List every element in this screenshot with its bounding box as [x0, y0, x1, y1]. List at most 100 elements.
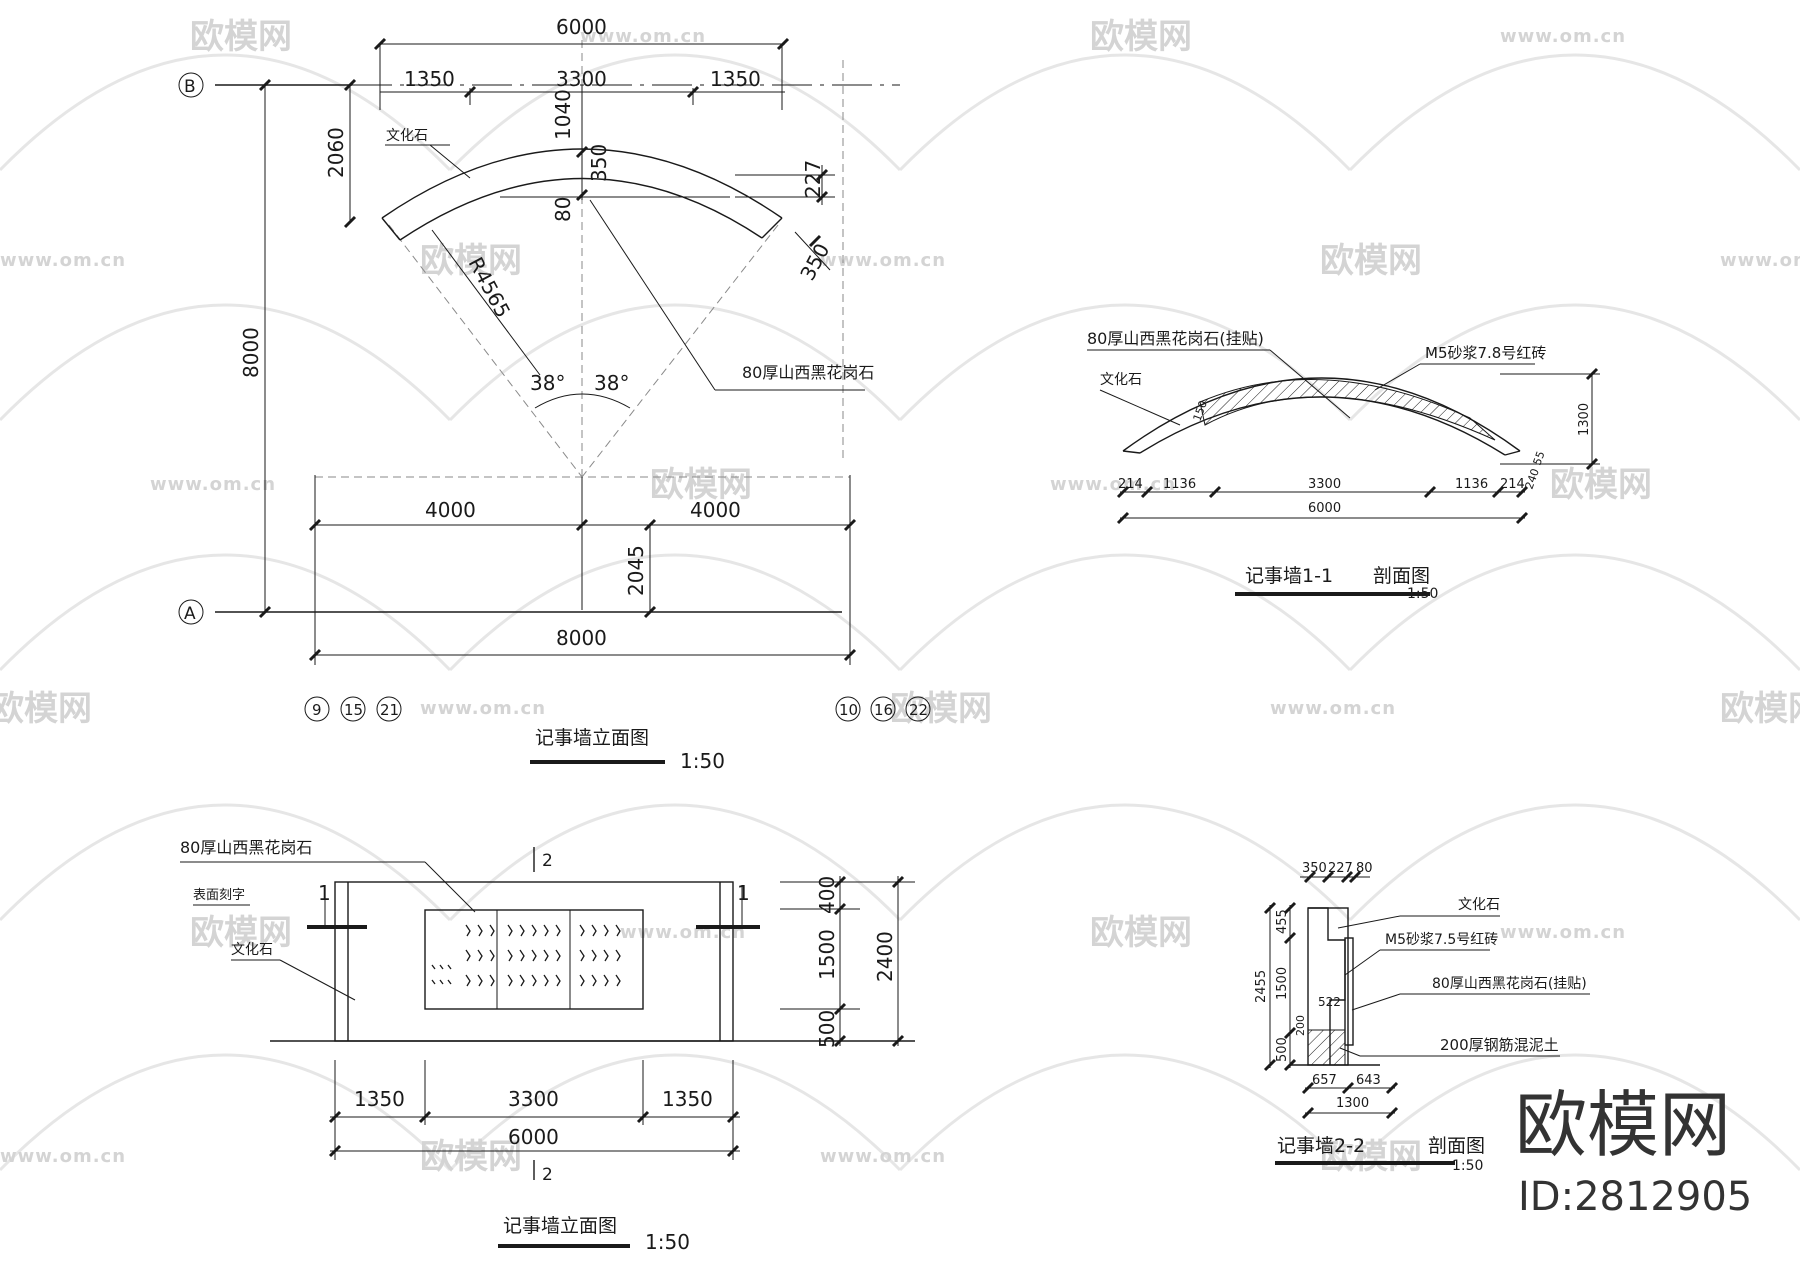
grid-label-b: B: [184, 77, 196, 97]
drawing-scale: 1:50: [680, 749, 725, 773]
brand-overlay: 欧模网 ID:2812905: [1515, 1083, 1752, 1220]
dim-top-right: 1350: [710, 67, 761, 91]
wall-outline: [334, 881, 734, 1042]
section2-title: 记事墙2-2: [1277, 1135, 1365, 1157]
section2-left-total: 2455: [1254, 970, 1269, 1003]
watermark-url: www.om.cn: [150, 474, 276, 495]
watermark-url: www.om.cn: [820, 250, 946, 271]
watermark-url: www.om.cn: [1720, 250, 1800, 271]
section2-left-dim: 1500: [1275, 967, 1290, 1000]
section-scale: 1:50: [1407, 586, 1438, 602]
watermark-url: www.om.cn: [1500, 26, 1626, 47]
watermark-url: www.om.cn: [1050, 474, 1176, 495]
watermark-logo: 欧模网: [190, 17, 292, 57]
watermark-url: www.om.cn: [1270, 698, 1396, 719]
elev-note-carve: 表面刻字: [193, 888, 245, 903]
watermark-logo: 欧模网: [1320, 241, 1422, 281]
elev-dim-right: 1500: [815, 929, 839, 980]
dim-top-total: 6000: [556, 15, 607, 39]
watermark-logo: 欧模网: [890, 689, 992, 729]
dim-left-tall: 8000: [239, 327, 263, 378]
watermark-url: www.om.cn: [820, 1146, 946, 1167]
drawing-section-1-1: 80厚山西黑花岗石(挂贴) 文化石 M5砂浆7.8号红砖 1300 55 240…: [1087, 329, 1600, 602]
drawing-front-elevation: 1 1 2 2 80厚山西黑花岗石 表面刻字 文化石 400 1500 500 …: [180, 838, 915, 1254]
elev-dim-bottom: 3300: [508, 1087, 559, 1111]
section2-top-dim: 80: [1356, 861, 1373, 876]
elev-dim-right: 500: [815, 1010, 839, 1048]
dim-v-350: 350: [587, 144, 611, 182]
elev-title: 记事墙立面图: [503, 1215, 617, 1237]
arc-wall-inner: [399, 177, 763, 241]
watermark-logo: 欧模网: [1090, 913, 1192, 953]
drawing-section-2-2: 350 227 80 455 1500 500 2455 522 200 657…: [1254, 861, 1590, 1174]
dim-v-2045: 2045: [624, 545, 648, 596]
grid-bubble-label: 9: [312, 701, 322, 719]
inscription-panel: [424, 909, 644, 1010]
section2-bottom-dim: 657: [1312, 1073, 1337, 1088]
note-granite: 80厚山西黑花岗石: [742, 363, 874, 382]
section2-note-stone: 文化石: [1458, 897, 1500, 913]
watermark-url: www.om.cn: [1500, 922, 1626, 943]
watermark-logo: 欧模网: [0, 689, 92, 729]
dim-top-mid: 3300: [556, 67, 607, 91]
section-height: 1300: [1577, 403, 1592, 436]
section2-top-dim: 350: [1302, 861, 1327, 876]
angle-label-right: 38°: [594, 371, 629, 395]
elev-dim-bottom: 1350: [662, 1087, 713, 1111]
watermark-url: www.om.cn: [420, 698, 546, 719]
section-title-suffix: 剖面图: [1373, 565, 1430, 587]
section-title: 记事墙1-1: [1245, 565, 1333, 587]
angle-label-left: 38°: [530, 371, 565, 395]
grid-label-a: A: [184, 604, 196, 624]
drawing-title: 记事墙立面图: [535, 727, 649, 749]
grid-bubble-label: 22: [909, 701, 928, 719]
section2-bottom-dim: 643: [1356, 1073, 1381, 1088]
dim-v-1040: 1040: [551, 89, 575, 140]
dim-v-80: 80: [551, 197, 575, 222]
dim-bottom-total: 8000: [556, 626, 607, 650]
watermark-logo: 欧模网: [1090, 17, 1192, 57]
section-small: 55: [1531, 449, 1548, 467]
section2-scale: 1:50: [1452, 1158, 1483, 1174]
elev-scale: 1:50: [645, 1230, 690, 1254]
watermark-layer: 欧模网 欧模网 欧模网 欧模网 欧模网 欧模网 欧模网 欧模网 欧模网 欧模网 …: [0, 17, 1800, 1177]
section-dim: 3300: [1308, 477, 1341, 492]
elev-dim-bottom: 1350: [354, 1087, 405, 1111]
dim-mid-left: 4000: [425, 498, 476, 522]
drawing-plan-arc: B A 38° 38° R4565 6000 1350 3300 1350: [178, 15, 931, 773]
section-dim: 1136: [1163, 477, 1196, 492]
watermark-url: www.om.cn: [0, 1146, 126, 1167]
inscription-marks: [431, 924, 621, 987]
grid-bubble-label: 21: [380, 701, 399, 719]
watermark-url: www.om.cn: [580, 26, 706, 47]
grid-bubbles-right: 10 16 22: [835, 696, 931, 722]
section2-left-dim: 500: [1275, 1037, 1290, 1062]
elev-note-granite: 80厚山西黑花岗石: [180, 838, 312, 857]
watermark-url: www.om.cn: [0, 250, 126, 271]
watermark-arcs: [0, 53, 1800, 1172]
elev-dim-right: 400: [815, 876, 839, 914]
dim-mid-right: 4000: [690, 498, 741, 522]
brand-logo: 欧模网: [1515, 1083, 1731, 1167]
section-arc-hatch: [1199, 379, 1496, 441]
brand-id: ID:2812905: [1518, 1174, 1752, 1220]
section2-inner: 200: [1294, 1015, 1307, 1036]
watermark-logo: 欧模网: [1320, 1137, 1422, 1177]
grid-bubble-b: [178, 72, 204, 98]
watermark-logo: 欧模网: [420, 1137, 522, 1177]
section-dim: 214: [1500, 477, 1525, 492]
watermark-logo: 欧模网: [1720, 689, 1800, 729]
dim-top-left: 1350: [404, 67, 455, 91]
grid-bubble-label: 10: [839, 701, 858, 719]
section-dim: 1136: [1455, 477, 1488, 492]
section2-note-granite: 80厚山西黑花岗石(挂贴): [1432, 976, 1587, 992]
section-mark: 1: [737, 881, 750, 905]
watermark-logo: 欧模网: [1550, 465, 1652, 505]
elev-note-stone: 文化石: [231, 942, 273, 958]
section2-left-dim: 455: [1275, 909, 1290, 934]
section-mark: 2: [542, 1165, 553, 1185]
note-stone: 文化石: [386, 128, 428, 144]
watermark-logo: 欧模网: [190, 913, 292, 953]
dim-left-2060: 2060: [324, 127, 348, 178]
